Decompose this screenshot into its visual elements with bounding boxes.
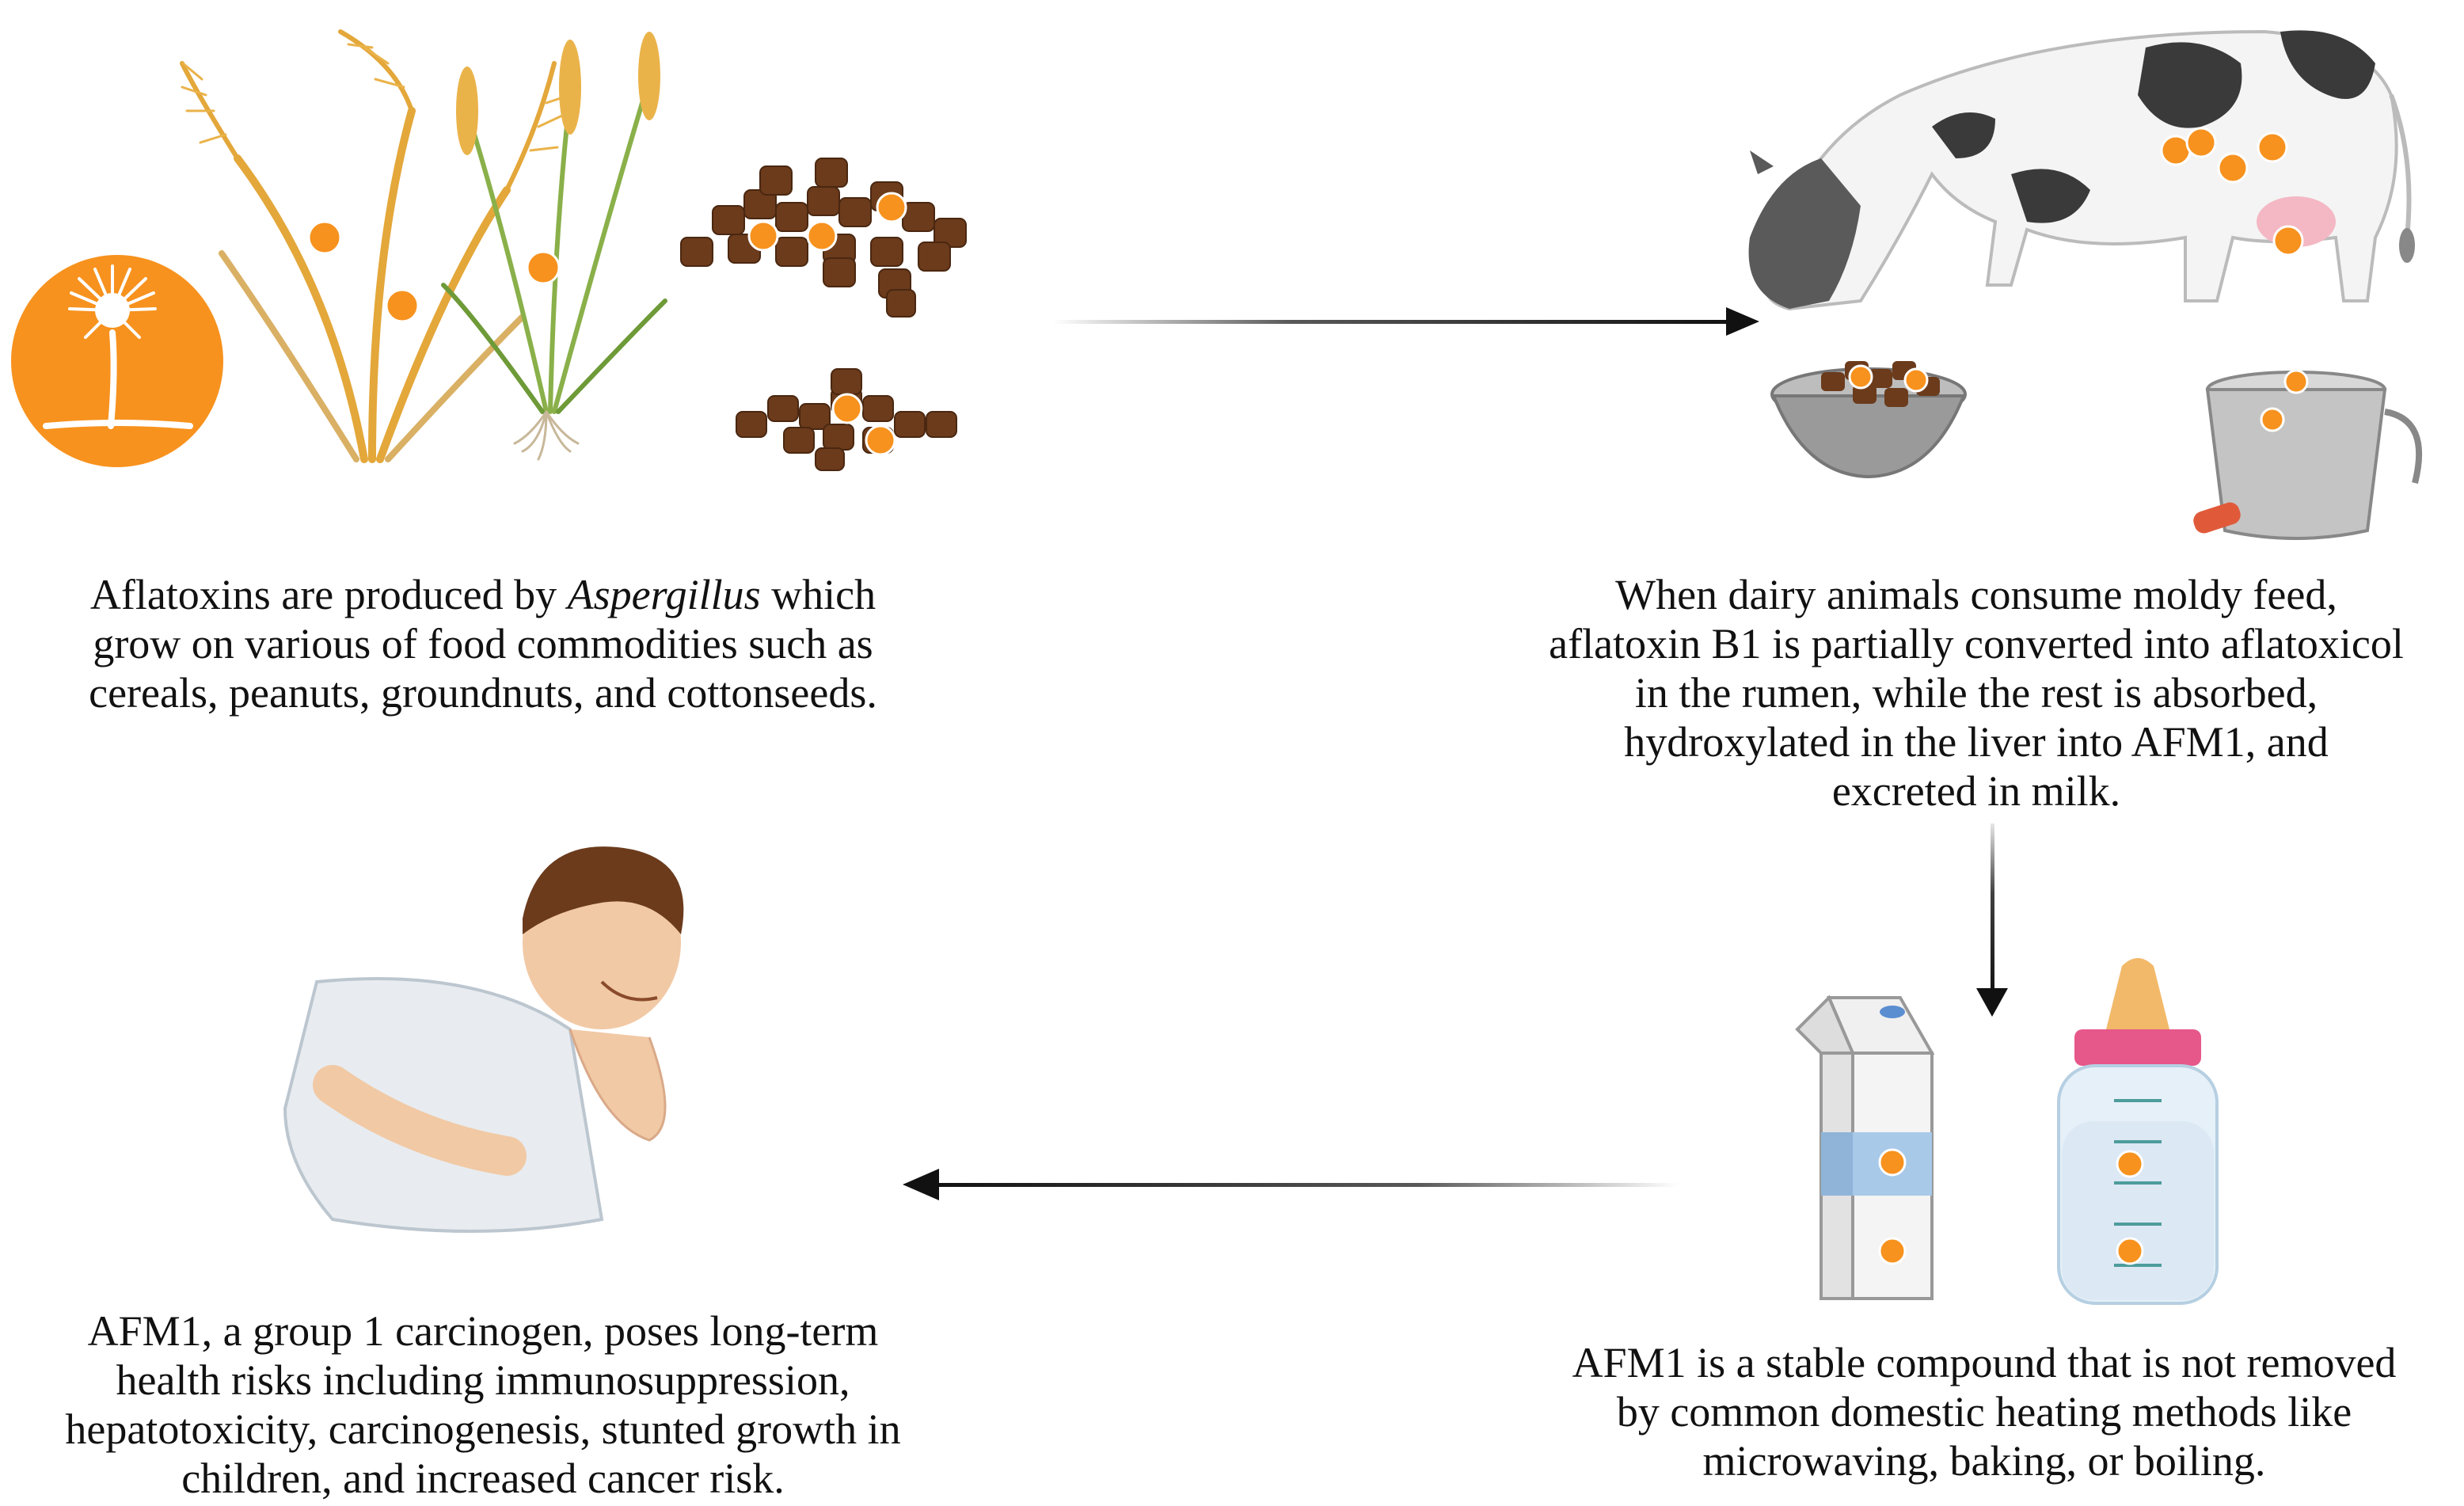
caption-milk-products: AFM1 is a stable compound that is not re… [1504, 1338, 2464, 1485]
caption-line: AFM1 is a stable compound that is not re… [1572, 1339, 2397, 1386]
milk-bucket-icon [2193, 369, 2423, 540]
cow-icon [1748, 29, 2415, 311]
caption-line: AFM1, a group 1 carcinogen, poses long-t… [87, 1307, 879, 1355]
person-illustration [283, 846, 684, 1233]
caption-line: in the rumen, while the rest is absorbed… [1634, 669, 2318, 717]
caption-line: health risks including immunosuppression… [116, 1356, 850, 1404]
feed-pellets-icon [736, 368, 957, 471]
cow-illustration [1748, 29, 2423, 540]
caption-line: excreted in milk. [1831, 767, 2121, 815]
caption-line: by common domestic heating methods like [1616, 1388, 2352, 1436]
feed-pellets-icon [680, 158, 967, 318]
panel-aspergillus: Aflatoxins are produced by Aspergillus w… [0, 0, 1029, 728]
rice-plant-icon [180, 29, 572, 463]
toxin-marker-icon [307, 220, 342, 255]
panel-dairy-animal: When dairy animals consume moldy feed, a… [1489, 0, 2464, 823]
caption-line: hydroxylated in the liver into AFM1, and [1624, 718, 2329, 766]
arrow-right [1053, 307, 1759, 336]
sick-person-icon [283, 846, 684, 1233]
caption-aspergillus: Aflatoxins are produced by Aspergillus w… [48, 570, 918, 717]
caption-line: When dairy animals consume moldy feed, [1615, 571, 2337, 618]
arrow-left [903, 1169, 1679, 1200]
panel-milk-products: AFM1 is a stable compound that is not re… [1504, 934, 2464, 1506]
caption-line: Aflatoxins are produced by Aspergillus w… [89, 571, 876, 618]
crop-illustration [11, 29, 967, 471]
caption-line: aflatoxin B1 is partially converted into… [1549, 620, 2404, 667]
caption-line: children, and increased cancer risk. [181, 1455, 785, 1502]
caption-line: microwaving, baking, or boiling. [1702, 1437, 2266, 1485]
arrow-down [1976, 823, 2008, 1017]
caption-line: cereals, peanuts, groundnuts, and cotton… [89, 669, 877, 717]
caption-dairy-animal: When dairy animals consume moldy feed, a… [1489, 570, 2464, 816]
wheat-plant-icon [441, 32, 667, 461]
aspergillus-mold-icon [11, 255, 223, 467]
caption-health-risks: AFM1, a group 1 carcinogen, poses long-t… [32, 1306, 934, 1503]
panel-health-risks: AFM1, a group 1 carcinogen, poses long-t… [0, 823, 1029, 1506]
caption-line: grow on various of food commodities such… [93, 620, 873, 667]
feed-bowl-icon [1770, 361, 1967, 479]
milk-illustration [1795, 958, 2219, 1305]
caption-line: hepatotoxicity, carcinogenesis, stunted … [65, 1405, 901, 1453]
milk-carton-icon [1795, 994, 1935, 1300]
baby-bottle-icon [2057, 958, 2219, 1305]
